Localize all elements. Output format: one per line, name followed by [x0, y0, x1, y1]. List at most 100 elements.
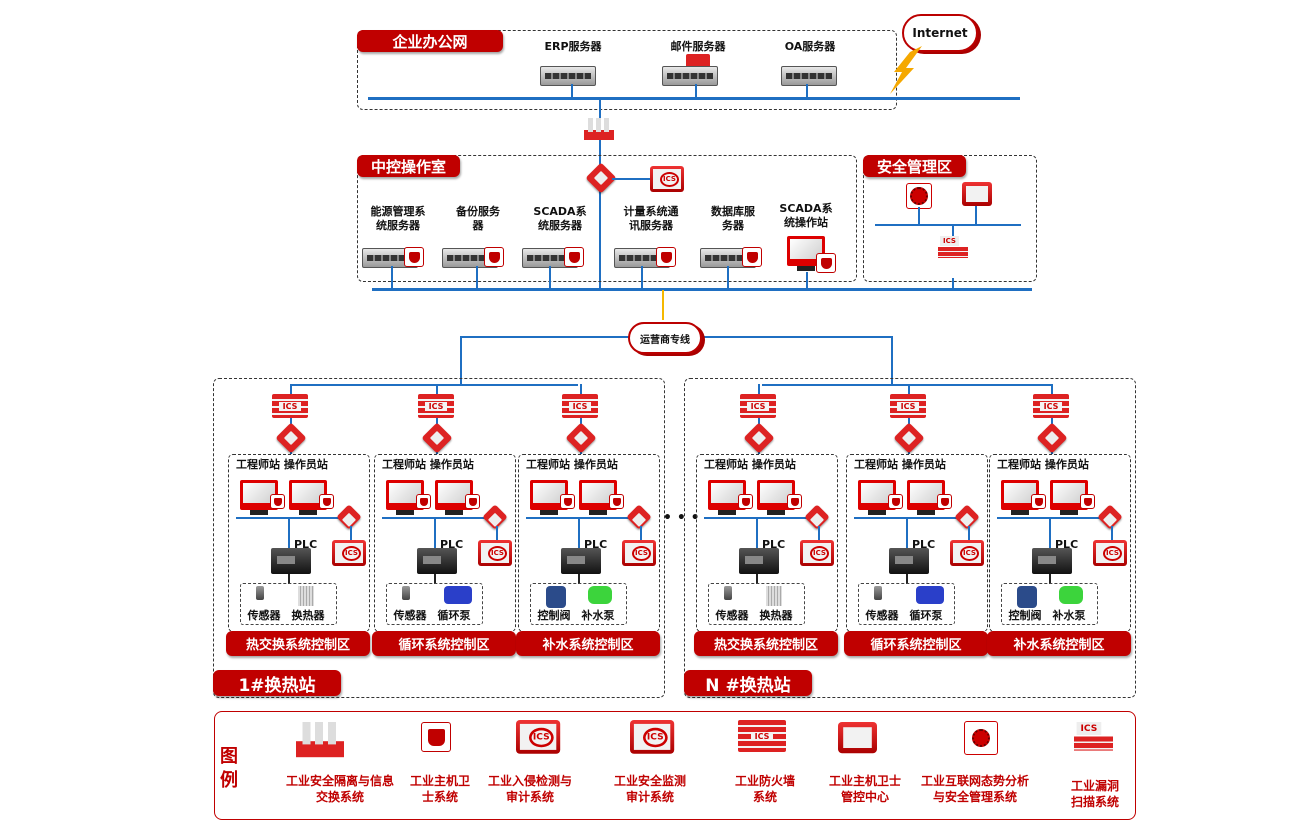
firewall-icon[interactable]: ICS: [1033, 394, 1069, 418]
link: [727, 266, 729, 290]
field-link: [578, 574, 580, 584]
host-guard-icon: [888, 494, 903, 509]
device-label: 换热器: [759, 609, 793, 622]
plc-icon[interactable]: [271, 548, 311, 574]
monitor-audit-device-icon[interactable]: [622, 540, 656, 566]
metering-server-label: 计量系统通讯服务器: [623, 205, 679, 232]
situation-analysis-icon[interactable]: [906, 183, 932, 209]
legend-label-host-guard-center: 工业主机卫士管控中心: [828, 774, 901, 804]
oa-server-label: OA服务器: [784, 40, 836, 53]
legend-label-host-guard: 工业主机卫士系统: [409, 774, 470, 804]
link: [549, 266, 551, 290]
security-isolation-gateway-icon[interactable]: [584, 118, 614, 140]
firewall-icon[interactable]: ICS: [418, 394, 454, 418]
plc-icon[interactable]: [889, 548, 929, 574]
plc-label: PLC: [294, 538, 318, 551]
backup-server-label: 备份服务器: [456, 205, 500, 232]
security-zone-bus: [875, 224, 1021, 226]
legend-label-firewall: 工业防火墙系统: [734, 774, 795, 804]
firewall-icon[interactable]: ICS: [562, 394, 598, 418]
monitor-audit-device-icon[interactable]: [1093, 540, 1127, 566]
heat-exchanger-icon[interactable]: [298, 586, 314, 606]
plc-icon[interactable]: [561, 548, 601, 574]
zone-uplink: [758, 384, 760, 454]
firewall-icon: ICS: [738, 720, 786, 752]
energy-server-label: 能源管理系统服务器: [370, 205, 426, 232]
firewall-icon[interactable]: ICS: [740, 394, 776, 418]
erp-server-label: ERP服务器: [544, 40, 602, 53]
zone-bus: [854, 517, 974, 519]
monitor-audit-device-icon[interactable]: [332, 540, 366, 566]
host-guard-icon: [1031, 494, 1046, 509]
zone-bus: [526, 517, 646, 519]
host-guard-icon: [564, 247, 584, 267]
plc-label: PLC: [1055, 538, 1079, 551]
link: [975, 206, 977, 225]
host-guard-icon: [656, 247, 676, 267]
heat-exchanger-icon[interactable]: [766, 586, 782, 606]
monitor-audit-icon: [630, 720, 675, 754]
zone-bus: [382, 517, 502, 519]
plc-icon[interactable]: [417, 548, 457, 574]
office-network-title: 企业办公网: [357, 30, 503, 52]
vuln-scanner-icon[interactable]: [938, 236, 968, 258]
mail-server-icon[interactable]: [662, 66, 718, 86]
circulation-pump-icon[interactable]: [916, 586, 944, 604]
makeup-pump-icon[interactable]: [588, 586, 612, 604]
station-n-zone: [684, 378, 1136, 698]
link: [640, 526, 642, 542]
gap-isolation-icon: [296, 722, 344, 758]
station-1-zone: [213, 378, 665, 698]
monitor-audit-device-icon[interactable]: [478, 540, 512, 566]
control-valve-icon[interactable]: [546, 586, 566, 608]
internet-cloud-icon[interactable]: Internet: [902, 14, 978, 52]
erp-server-icon[interactable]: [540, 66, 596, 86]
device-label: 循环泵: [909, 609, 943, 622]
oa-server-icon[interactable]: [781, 66, 837, 86]
field-link: [434, 574, 436, 584]
stations-label: 工程师站 操作员站: [382, 458, 474, 471]
circulation-pump-icon[interactable]: [444, 586, 472, 604]
station-n-bus: [762, 384, 1052, 386]
plc-icon[interactable]: [1032, 548, 1072, 574]
sensor-icon[interactable]: [874, 586, 882, 600]
control-zone-title: 循环系统控制区: [844, 631, 988, 656]
ids-audit-device-icon[interactable]: [650, 166, 684, 192]
makeup-pump-icon[interactable]: [1059, 586, 1083, 604]
legend-title: 图例: [220, 746, 238, 791]
zone-bus: [704, 517, 824, 519]
control-valve-icon[interactable]: [1017, 586, 1037, 608]
control-zone-title: 补水系统控制区: [516, 631, 660, 656]
carrier-cloud-icon[interactable]: 运营商专线: [628, 322, 702, 354]
monitor-audit-device-icon[interactable]: [800, 540, 834, 566]
sensor-icon[interactable]: [256, 586, 264, 600]
control-room-zone: [357, 155, 857, 282]
sensor-icon[interactable]: [402, 586, 410, 600]
control-zone-title: 补水系统控制区: [987, 631, 1131, 656]
stations-label: 工程师站 操作员站: [236, 458, 328, 471]
plc-icon[interactable]: [739, 548, 779, 574]
host-guard-icon: [421, 722, 451, 752]
link: [952, 278, 954, 290]
oa-link: [806, 84, 808, 98]
field-link: [756, 574, 758, 584]
host-guard-icon: [738, 494, 753, 509]
sensor-icon[interactable]: [724, 586, 732, 600]
host-guard-icon: [816, 253, 836, 273]
link: [391, 266, 393, 290]
zone-uplink: [908, 384, 910, 454]
host-guard-icon: [609, 494, 624, 509]
link: [460, 336, 462, 384]
legend-label-monitor-audit: 工业安全监测审计系统: [613, 774, 686, 804]
monitor-audit-device-icon[interactable]: [950, 540, 984, 566]
host-guard-center-icon[interactable]: [962, 182, 992, 206]
host-guard-icon: [319, 494, 334, 509]
carrier-uplink: [662, 290, 664, 320]
firewall-icon[interactable]: ICS: [890, 394, 926, 418]
device-label: 传感器: [247, 609, 281, 622]
station-1-title: 1#换热站: [213, 670, 341, 696]
firewall-icon[interactable]: ICS: [272, 394, 308, 418]
host-guard-icon: [416, 494, 431, 509]
host-guard-icon: [404, 247, 424, 267]
control-zone-title: 热交换系统控制区: [226, 631, 370, 656]
